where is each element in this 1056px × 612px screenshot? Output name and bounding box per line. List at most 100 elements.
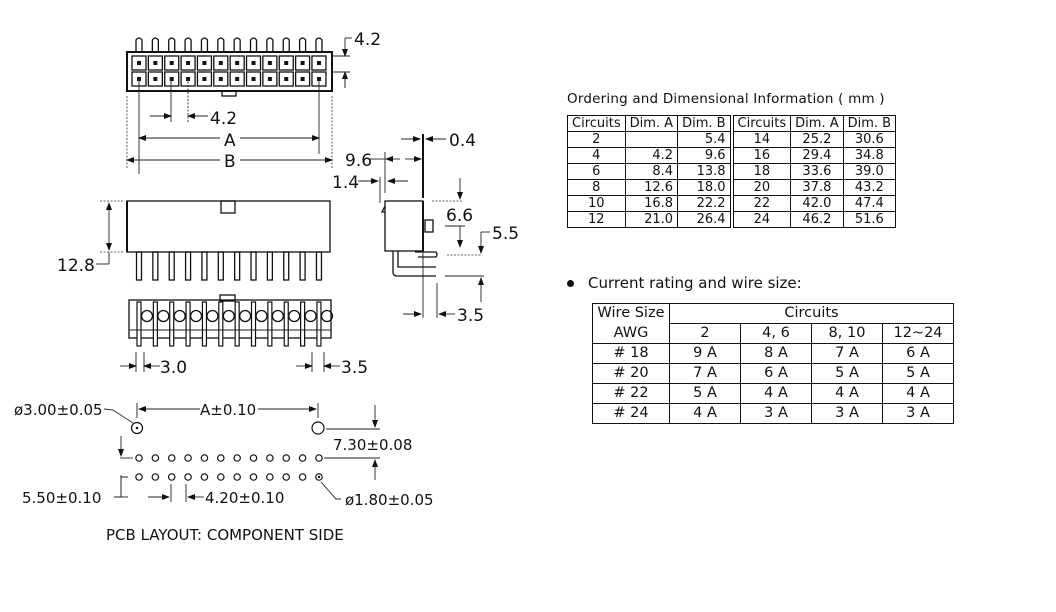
contact — [153, 77, 158, 81]
pin-hole — [184, 454, 192, 462]
pin-hole — [200, 473, 209, 481]
pin-hole — [167, 454, 176, 462]
pin-tip — [184, 37, 192, 52]
cell-dim-a: 4.2 — [624, 147, 679, 164]
bottom-pin — [300, 301, 306, 347]
cell-awg: # 18 — [592, 343, 670, 364]
pin-hole — [200, 454, 209, 462]
pin-hole — [249, 473, 258, 481]
cavity — [196, 71, 213, 87]
cavity — [245, 71, 262, 87]
pin — [217, 251, 224, 281]
peg-hole-dim: ø3.00±0.05 — [14, 401, 103, 419]
bottom-cavity — [189, 309, 203, 323]
row-to-peg-dim: 7.30±0.08 — [333, 436, 412, 454]
cell-dim-b: 51.6 — [842, 211, 897, 228]
bottom-cavity — [239, 309, 252, 323]
current-table-header-row-2: AWG 2 4, 6 8, 10 12~24 — [592, 323, 954, 344]
cavity — [164, 55, 180, 71]
cell-current: 8 A — [740, 343, 812, 364]
pin-hole — [151, 454, 160, 462]
cavity — [164, 71, 180, 87]
cell-circuits: 2 — [567, 131, 626, 148]
contact — [267, 77, 272, 81]
cell-dim-a: 8.4 — [624, 163, 679, 180]
pin-hole-dim: ø1.80±0.05 — [345, 491, 434, 509]
bottom-pin — [267, 301, 273, 347]
contact — [284, 77, 289, 81]
cell-circuits: 18 — [729, 163, 792, 180]
cell-current: 5 A — [669, 383, 741, 404]
ordering-table-title: Ordering and Dimensional Information ( m… — [567, 91, 885, 107]
cell-circuits: 12 — [567, 211, 626, 228]
contact — [218, 77, 223, 81]
pin-tip — [217, 37, 225, 52]
cell-current: 4 A — [882, 383, 954, 404]
cell-current: 6 A — [740, 363, 812, 384]
contact — [169, 77, 174, 81]
contact — [153, 61, 158, 65]
top-view-pin-tips — [135, 37, 323, 52]
pin-tip — [151, 37, 160, 52]
header-dim-a: Dim. A — [624, 115, 679, 132]
cell-awg: # 22 — [592, 383, 670, 404]
cell-dim-a: 25.2 — [790, 131, 844, 148]
front-view-housing — [126, 200, 331, 253]
bottom-view: 3.0 3.5 — [120, 294, 368, 378]
contact — [284, 61, 289, 65]
cell-circuits: 22 — [729, 195, 792, 212]
cavity — [294, 71, 311, 87]
cavity — [294, 55, 311, 71]
ordering-table: Circuits Dim. A Dim. B Circuits Dim. A D… — [567, 115, 897, 228]
pin-hole — [298, 454, 307, 462]
bottom-pin — [234, 301, 240, 347]
contact — [316, 61, 321, 65]
header-circuits: Circuits — [567, 115, 626, 132]
contact — [169, 61, 174, 65]
cavity — [213, 71, 229, 87]
pin-hole — [266, 454, 274, 462]
pin — [184, 251, 192, 281]
pin-hole — [266, 473, 274, 481]
current-rating-heading: Current rating and wire size: — [567, 274, 802, 292]
contact — [251, 77, 256, 81]
pin-hole — [217, 454, 225, 462]
contact — [235, 61, 240, 65]
cell-dim-b: 34.8 — [842, 147, 897, 164]
pin-tip — [298, 37, 307, 52]
header-circuits: Circuits — [729, 115, 792, 132]
side-view-housing — [384, 200, 424, 252]
bottom-pin — [201, 301, 208, 347]
bottom-view-cavities — [129, 301, 334, 347]
top-view-cavities — [131, 55, 327, 87]
right-offset-dim: 3.5 — [341, 358, 368, 378]
cell-current: 3 A — [882, 403, 954, 424]
header-circuits: Circuits — [669, 303, 954, 324]
pin-hole — [135, 454, 143, 462]
pin-tip — [315, 37, 323, 52]
contact — [202, 77, 207, 81]
bottom-pin — [152, 301, 158, 347]
pin-tip — [266, 37, 274, 52]
pin-tip — [249, 37, 258, 52]
current-table-header-row-1: Wire Size Circuits — [592, 303, 954, 324]
pin-hole — [315, 454, 323, 462]
pin-hole — [217, 473, 225, 481]
cell-dim-b: 13.8 — [677, 163, 733, 180]
header-wire-size: Wire Size — [592, 303, 670, 324]
cell-dim-a: 37.8 — [790, 179, 844, 196]
cell-current: 7 A — [669, 363, 741, 384]
cavity — [196, 55, 213, 71]
front-latch — [220, 200, 236, 214]
pitch-dim: 4.2 — [210, 109, 237, 129]
pin — [283, 251, 290, 281]
cell-dim-b: 47.4 — [842, 195, 897, 212]
cell-circuits: 14 — [729, 131, 792, 148]
bottom-pin — [250, 301, 257, 347]
bottom-cavity — [140, 309, 154, 323]
cell-awg: # 24 — [592, 403, 670, 424]
header-dim-b: Dim. B — [842, 115, 897, 132]
